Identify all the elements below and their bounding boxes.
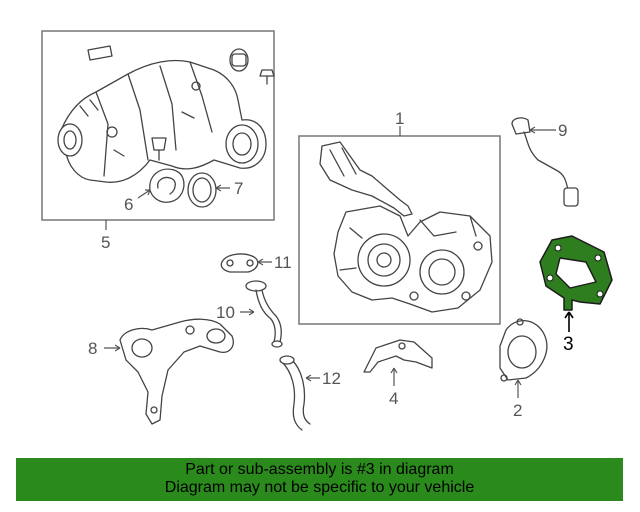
oil-hose-12-part[interactable] xyxy=(279,355,311,431)
leader-11 xyxy=(257,258,272,266)
banner-line-1: Part or sub-assembly is #3 in diagram xyxy=(185,461,454,478)
pcv-fitting-part[interactable] xyxy=(151,137,167,161)
manifold-8-part[interactable] xyxy=(119,318,234,425)
leader-10 xyxy=(240,308,255,316)
callout-1: 1 xyxy=(395,109,404,128)
callout-5: 5 xyxy=(101,233,110,252)
intake-manifold-part[interactable] xyxy=(57,59,267,183)
callout-10: 10 xyxy=(216,303,235,322)
callout-8: 8 xyxy=(88,339,97,358)
callout-12: 12 xyxy=(322,369,341,388)
leader-9 xyxy=(529,126,556,134)
callout-6: 6 xyxy=(124,195,133,214)
info-banner: Part or sub-assembly is #3 in diagram Di… xyxy=(16,458,623,501)
group-box-5 xyxy=(41,30,275,221)
leader-12 xyxy=(305,374,320,382)
grommet-small-part[interactable] xyxy=(229,48,249,72)
bolt-small-part[interactable] xyxy=(259,69,275,85)
callout-3: 3 xyxy=(563,334,574,355)
leader-3 xyxy=(564,311,574,332)
gasket-6-part[interactable] xyxy=(149,168,185,203)
leader-2 xyxy=(514,379,522,398)
callout-7: 7 xyxy=(234,179,243,198)
leader-4 xyxy=(390,367,398,386)
gasket-2-part[interactable] xyxy=(499,318,548,382)
oil-pipe-10-part[interactable] xyxy=(245,280,283,348)
callout-4: 4 xyxy=(389,389,398,408)
callout-9: 9 xyxy=(558,121,567,140)
leader-8 xyxy=(104,344,121,352)
turbocharger-part[interactable] xyxy=(319,141,493,313)
oxygen-sensor-part[interactable] xyxy=(511,117,579,207)
gasket-3-highlighted-part[interactable] xyxy=(539,235,613,311)
tag-small-part[interactable] xyxy=(87,45,113,61)
leader-6 xyxy=(137,189,151,199)
gasket-11-part[interactable] xyxy=(220,253,259,273)
leader-7 xyxy=(215,184,230,192)
bracket-4-part[interactable] xyxy=(363,339,433,373)
callout-2: 2 xyxy=(513,401,522,420)
banner-line-2: Diagram may not be specific to your vehi… xyxy=(164,479,475,496)
callout-11: 11 xyxy=(274,253,292,272)
gasket-7-part[interactable] xyxy=(187,172,217,208)
